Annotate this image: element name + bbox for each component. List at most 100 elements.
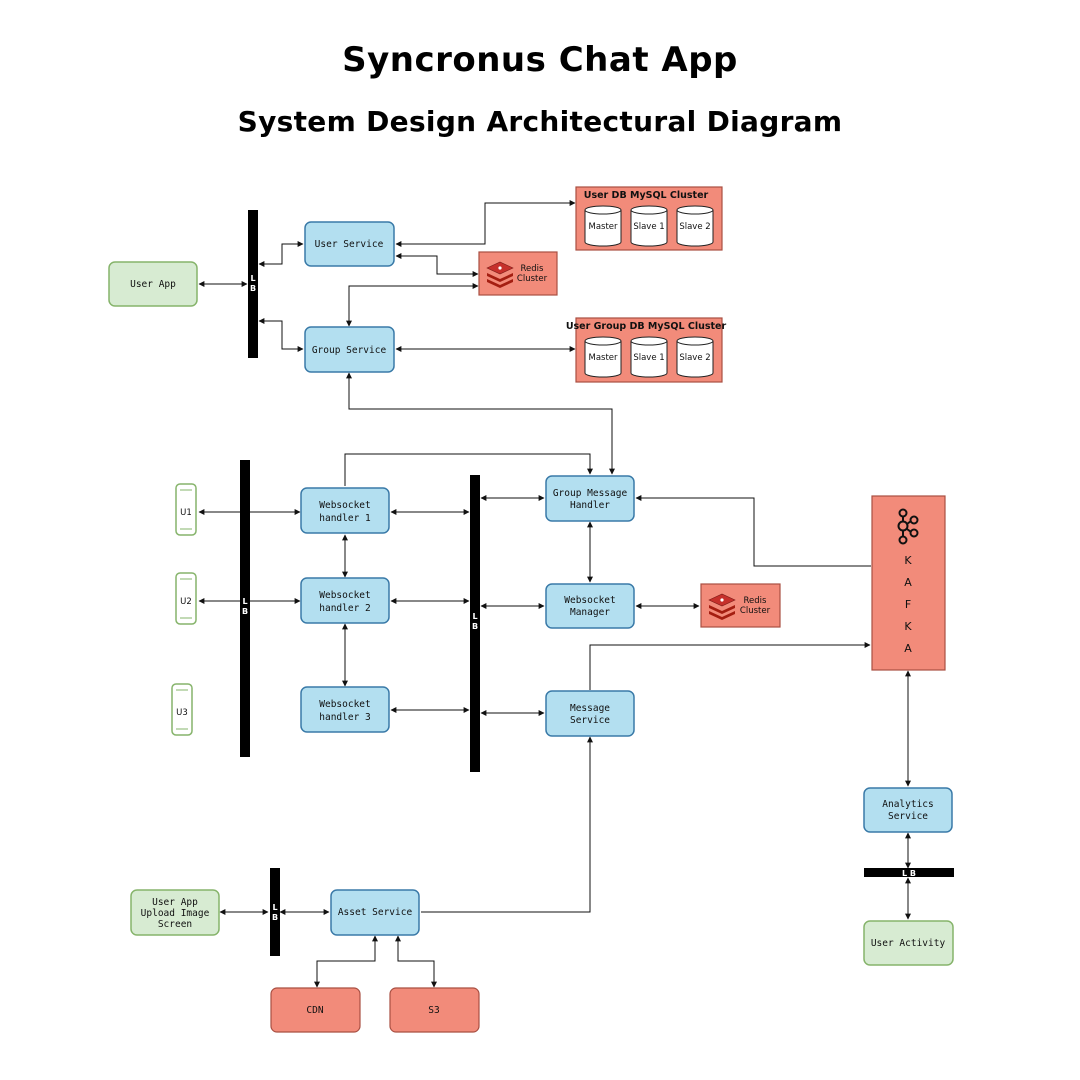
- gmh-label-2: Handler: [570, 500, 610, 511]
- edge-kafka-gmh: [635, 495, 871, 567]
- asset-service-label: Asset Service: [338, 907, 413, 918]
- user-db-cluster: User DB MySQL Cluster Master Slave 1 Sla…: [575, 186, 723, 251]
- user-activity-node[interactable]: User Activity: [863, 920, 954, 966]
- wsm-label-2: Manager: [570, 607, 610, 618]
- wsm-label-1: Websocket: [564, 595, 615, 606]
- kafka-icon: [897, 508, 919, 545]
- kafka-letter-3: F: [905, 598, 911, 611]
- db-master-icon: Master: [584, 205, 622, 247]
- kafka-node: K A F K A: [871, 495, 946, 671]
- group-service-node[interactable]: Group Service: [304, 326, 395, 373]
- kafka-letter-1: K: [904, 554, 912, 567]
- db-master-label: Master: [588, 353, 618, 363]
- page-title: Syncronus Chat App: [342, 40, 738, 80]
- group-message-handler-node[interactable]: Group Message Handler: [545, 475, 635, 522]
- asset-service-node[interactable]: Asset Service: [330, 889, 420, 936]
- message-service-node[interactable]: Message Service: [545, 690, 635, 737]
- db-slave1-label: Slave 1: [633, 353, 664, 363]
- msg-label-1: Message: [570, 703, 610, 714]
- s3-node: S3: [389, 987, 480, 1033]
- user-db-title: User DB MySQL Cluster: [584, 190, 709, 201]
- redis-label-1: Redis: [521, 264, 545, 274]
- db-slave2-icon: Slave 2: [676, 205, 714, 247]
- user-device-u2[interactable]: U2: [175, 572, 197, 625]
- websocket-handler-2[interactable]: Websocket handler 2: [300, 577, 390, 624]
- page-subtitle: System Design Architectural Diagram: [237, 105, 843, 138]
- upload-app-label-1: User App: [152, 897, 198, 908]
- edge-assetservice-s3: [395, 935, 437, 988]
- upload-app-node[interactable]: User App Upload Image Screen: [130, 889, 220, 936]
- upload-app-label-2: Upload Image: [141, 908, 210, 919]
- redis-label-2: Cluster: [517, 274, 548, 284]
- load-balancer-top: L B: [248, 210, 258, 358]
- redis-cluster-middle: Redis Cluster: [700, 583, 781, 628]
- db-slave2-label: Slave 2: [679, 222, 710, 232]
- ws3-label-2: handler 3: [319, 712, 370, 723]
- analytics-label-2: Service: [888, 811, 928, 822]
- user-service-label: User Service: [315, 239, 384, 250]
- redis-icon: [708, 593, 736, 620]
- lb-label-l: L: [272, 903, 277, 912]
- db-slave1-label: Slave 1: [633, 222, 664, 232]
- analytics-label-1: Analytics: [882, 799, 933, 810]
- websocket-handler-3[interactable]: Websocket handler 3: [300, 686, 390, 733]
- lb-label-l: L: [250, 274, 255, 283]
- user-service-node[interactable]: User Service: [304, 221, 395, 267]
- kafka-letter-4: K: [904, 620, 912, 633]
- edge-msgservice-kafka: [589, 642, 871, 690]
- lb-label-l: L: [472, 612, 477, 621]
- db-slave2-label: Slave 2: [679, 353, 710, 363]
- group-service-label: Group Service: [312, 345, 387, 356]
- gmh-label-1: Group Message: [553, 488, 628, 499]
- db-master-label: Master: [588, 222, 618, 232]
- ws1-label-2: handler 1: [319, 513, 371, 524]
- user-device-u3[interactable]: U3: [171, 683, 193, 736]
- user-group-db-cluster: User Group DB MySQL Cluster Master Slave…: [566, 317, 727, 383]
- ws2-label-2: handler 2: [319, 603, 370, 614]
- lb-label: L B: [902, 869, 916, 878]
- edge-assetservice-msgservice: [421, 736, 593, 913]
- load-balancer-middle: L B: [470, 475, 480, 772]
- cdn-node: CDN: [270, 987, 361, 1033]
- edges: [198, 200, 911, 988]
- s3-label: S3: [428, 1005, 439, 1016]
- edge-lb-userservice: [258, 241, 304, 267]
- u3-label: U3: [176, 708, 188, 718]
- websocket-manager-node[interactable]: Websocket Manager: [545, 583, 635, 629]
- edge-groupservice-gmh: [346, 372, 615, 475]
- lb-label-l: L: [242, 597, 247, 606]
- redis-label-1: Redis: [744, 596, 768, 606]
- user-app-label: User App: [130, 279, 176, 290]
- lb-label-b: B: [272, 913, 278, 922]
- redis-label-2: Cluster: [740, 606, 771, 616]
- websocket-handler-1[interactable]: Websocket handler 1: [300, 487, 390, 534]
- u2-label: U2: [180, 597, 192, 607]
- user-device-u1[interactable]: U1: [175, 483, 197, 536]
- cdn-label: CDN: [306, 1005, 323, 1016]
- user-group-db-title: User Group DB MySQL Cluster: [566, 321, 727, 332]
- edge-redis-groupservice: [346, 283, 479, 327]
- edge-userservice-redis: [395, 253, 479, 277]
- edge-assetservice-cdn: [314, 935, 378, 988]
- db-slave1-icon: Slave 1: [630, 205, 668, 247]
- lb-label-b: B: [242, 607, 248, 616]
- upload-app-label-3: Screen: [158, 919, 192, 930]
- db-slave2-icon: Slave 2: [676, 336, 714, 378]
- user-app-node[interactable]: User App: [108, 261, 198, 307]
- load-balancer-bottom: L B: [270, 868, 280, 956]
- kafka-letter-2: A: [904, 576, 912, 589]
- load-balancer-left: L B: [240, 460, 250, 757]
- kafka-letter-5: A: [904, 642, 912, 655]
- db-master-icon: Master: [584, 336, 622, 378]
- lb-label-b: B: [472, 622, 478, 631]
- ws2-label-1: Websocket: [319, 590, 370, 601]
- redis-cluster-top: Redis Cluster: [478, 251, 558, 296]
- analytics-service-node[interactable]: Analytics Service: [863, 787, 953, 833]
- ws1-label-1: Websocket: [319, 500, 370, 511]
- redis-icon: [486, 261, 514, 288]
- u1-label: U1: [180, 508, 192, 518]
- load-balancer-analytics: L B: [864, 868, 954, 878]
- ws3-label-1: Websocket: [319, 699, 370, 710]
- db-slave1-icon: Slave 1: [630, 336, 668, 378]
